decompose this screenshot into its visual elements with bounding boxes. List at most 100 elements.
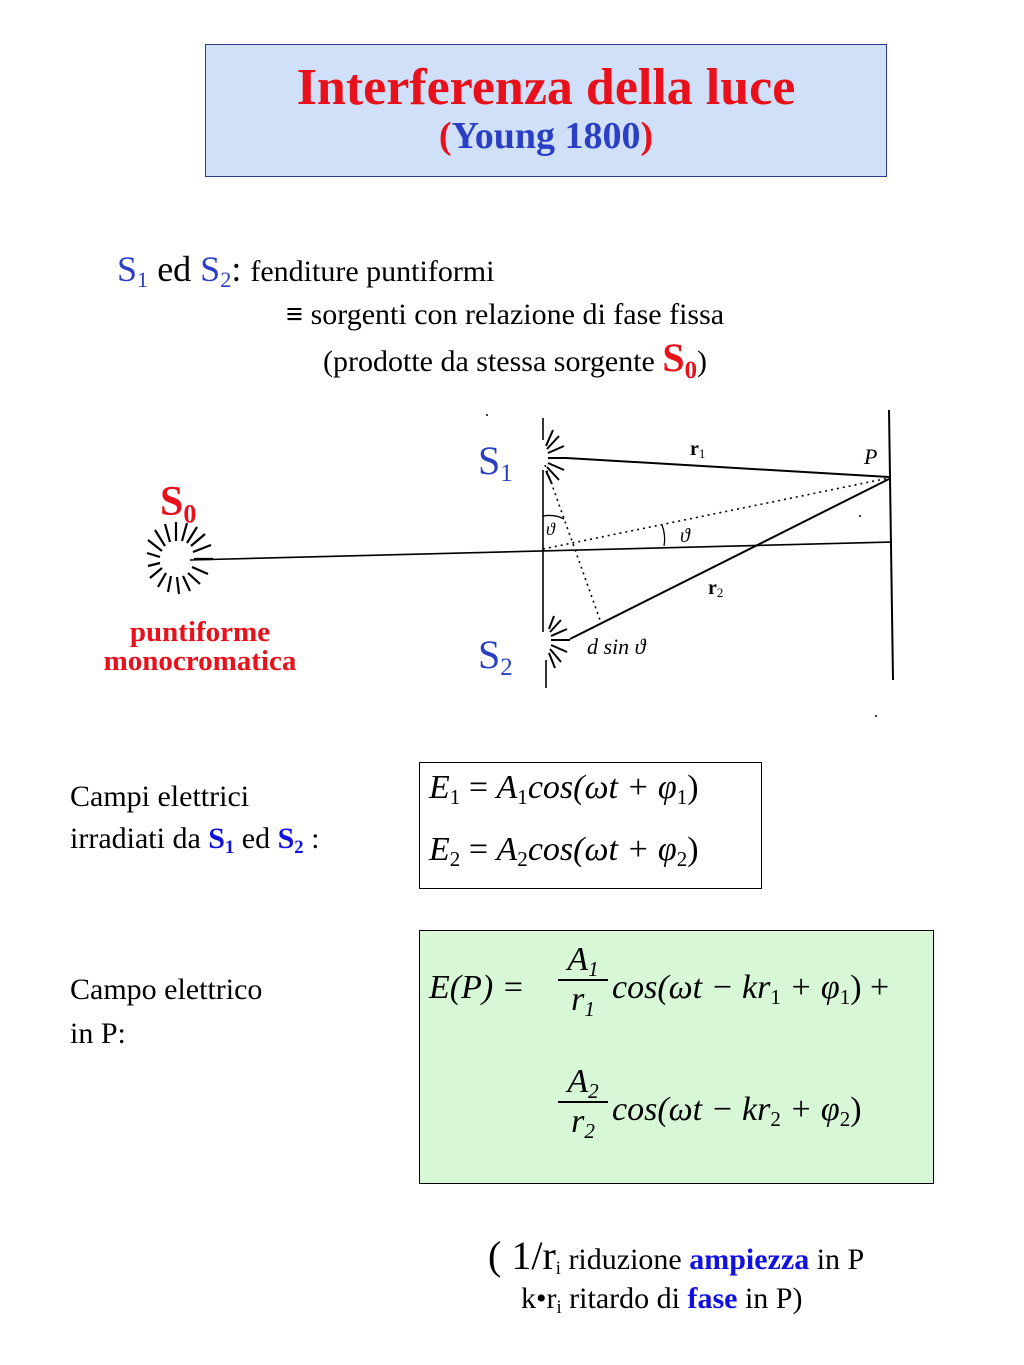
eq2-phi-sub: 2 bbox=[676, 846, 688, 871]
note-text-1-end: in P bbox=[809, 1243, 865, 1276]
eq1-amplitude: A bbox=[496, 769, 518, 806]
fields-ed: ed bbox=[234, 822, 278, 855]
s0-letter: S bbox=[160, 479, 184, 525]
s0-starburst-icon bbox=[146, 522, 213, 595]
intro-desc-2: sorgenti con relazione di fase fissa bbox=[303, 298, 725, 331]
field-p-lhs: E(P) = bbox=[429, 969, 525, 1006]
eq2-close: ) bbox=[687, 831, 699, 868]
term1-cos: cos(ωt − kr bbox=[612, 969, 771, 1006]
s1-starburst-icon bbox=[545, 429, 566, 485]
s1-sub: 1 bbox=[500, 459, 513, 487]
s1-label: S1 bbox=[478, 437, 513, 487]
source-desc-line-2: monocromatica bbox=[103, 645, 297, 677]
fields-s1: S1 bbox=[208, 822, 235, 859]
note-inv-r: 1/r bbox=[511, 1233, 556, 1278]
dsin-label: d sin ϑ bbox=[587, 634, 647, 659]
fields-label-line-2: irradiati da S1 ed S 2 : bbox=[70, 818, 319, 860]
field-p-label-line-1: Campo elettrico bbox=[70, 973, 263, 1006]
s0-sub: 0 bbox=[183, 499, 197, 529]
theta-label-left: ϑ bbox=[546, 519, 556, 539]
term2-phi-sub: 2 bbox=[839, 1106, 851, 1131]
fraction-2-bar bbox=[558, 1101, 608, 1103]
s2-letter: S bbox=[478, 632, 501, 677]
note-kr-sub: i bbox=[556, 1297, 562, 1319]
intro-colon: : bbox=[231, 249, 242, 289]
fields-label-text: irradiati da bbox=[70, 822, 209, 855]
intro-s0: S0 bbox=[662, 335, 697, 383]
eq1-close: ) bbox=[687, 769, 699, 806]
fraction-2-numerator: A2 bbox=[558, 1063, 608, 1101]
field-p-equation-box: E(P) = A1 r1 cos(ωt − kr1 + φ1) + A2 r2 … bbox=[419, 930, 934, 1184]
intro-close: ) bbox=[697, 345, 708, 378]
eq2-equals: = bbox=[460, 831, 497, 868]
num2-sub: 2 bbox=[588, 1078, 599, 1103]
num2-letter: A bbox=[567, 1063, 589, 1100]
fields-s2-sub: 2 bbox=[294, 837, 304, 859]
fraction-1-numerator: A1 bbox=[558, 941, 608, 979]
eq2-amplitude-sub: 2 bbox=[517, 846, 528, 871]
intro-line-3: (prodotte da stessa sorgente S0) bbox=[323, 334, 708, 383]
intro-s1-letter: S bbox=[117, 249, 138, 289]
intro-s0-sub: 0 bbox=[684, 356, 698, 384]
term2-end: ) bbox=[850, 1091, 862, 1128]
fields-s1-letter: S bbox=[208, 822, 225, 855]
fields-colon: : bbox=[303, 822, 320, 855]
page-subtitle: (Young 1800) bbox=[206, 115, 886, 158]
eq2-amplitude: A bbox=[496, 831, 518, 868]
intro-line-2: ≡ sorgenti con relazione di fase fissa bbox=[286, 298, 724, 332]
field-p-term-1: cos(ωt − kr1 + φ1) + bbox=[612, 969, 889, 1007]
point-p-label: P bbox=[863, 444, 877, 469]
term1-phi-sub: 1 bbox=[839, 984, 851, 1009]
note-amplitude: ( 1/ri riduzione ampiezza in P bbox=[488, 1232, 864, 1279]
note-paren-open: ( bbox=[488, 1233, 512, 1278]
term1-r-sub: 1 bbox=[770, 984, 781, 1009]
s1-letter: S bbox=[478, 438, 501, 483]
eq1-cos: cos(ωt + φ bbox=[527, 769, 677, 806]
note-ampiezza: ampiezza bbox=[689, 1243, 810, 1276]
den1-letter: r bbox=[571, 981, 585, 1018]
eq2-lhs-sub: 2 bbox=[449, 846, 461, 871]
subtitle-paren-open: ( bbox=[438, 115, 452, 158]
term2-cos: cos(ωt − kr bbox=[612, 1091, 771, 1128]
term1-end: ) + bbox=[850, 969, 890, 1006]
note-text-1: riduzione bbox=[560, 1243, 690, 1276]
eq1-phi-sub: 1 bbox=[676, 784, 688, 809]
num1-letter: A bbox=[567, 941, 589, 978]
fields-s1-sub: 1 bbox=[224, 837, 235, 859]
source-desc-line-1: puntiforme bbox=[129, 616, 271, 648]
note-text-2: ritardo di bbox=[561, 1282, 688, 1315]
eq2-lhs: E bbox=[429, 831, 450, 868]
fields-label-line-1: Campi elettrici bbox=[70, 780, 250, 813]
r1-label: r1 bbox=[690, 438, 705, 461]
note-text-2-end: in P) bbox=[737, 1282, 803, 1315]
intro-desc: fenditure puntiformi bbox=[250, 255, 495, 288]
equation-e1: E1 = A1cos(ωt + φ1) bbox=[429, 769, 699, 807]
den2-letter: r bbox=[571, 1103, 585, 1140]
field-p-label: Campo elettrico in P: bbox=[70, 968, 262, 1056]
term2-r-sub: 2 bbox=[770, 1106, 781, 1131]
fraction-a2-r2: A2 r2 bbox=[558, 1063, 608, 1141]
intro-s1: S1 bbox=[117, 249, 149, 293]
page-title: Interferenza della luce bbox=[296, 59, 796, 116]
fields-label: Campi elettrici irradiati da S1 ed S 2 : bbox=[70, 776, 319, 860]
term2-phi: + φ bbox=[780, 1091, 840, 1128]
s0-label: S0 bbox=[160, 478, 197, 529]
source-description: puntiforme monocromatica bbox=[70, 618, 330, 676]
note-kr: k•r bbox=[521, 1282, 557, 1315]
intro-s1-sub: 1 bbox=[137, 267, 149, 293]
equiv-symbol: ≡ bbox=[286, 298, 304, 331]
intro-s2: S2 bbox=[200, 249, 232, 293]
intro-line-1: S1 ed S2: fenditure puntiformi bbox=[117, 248, 495, 293]
field-p-term-2: cos(ωt − kr2 + φ2) bbox=[612, 1091, 862, 1129]
eq2-cos: cos(ωt + φ bbox=[527, 831, 677, 868]
intro-s2-letter: S bbox=[200, 249, 221, 289]
title-box: Interferenza della luce (Young 1800) bbox=[205, 44, 887, 177]
intro-ed: ed bbox=[148, 249, 201, 289]
s2-label: S2 bbox=[478, 631, 513, 680]
intro-desc-3: (prodotte da stessa sorgente bbox=[323, 345, 663, 378]
field-p-label-line-2: in P: bbox=[70, 1017, 126, 1050]
note-fase: fase bbox=[687, 1282, 738, 1315]
intro-s2-sub: 2 bbox=[220, 267, 232, 293]
fraction-1-denominator: r1 bbox=[558, 981, 608, 1019]
